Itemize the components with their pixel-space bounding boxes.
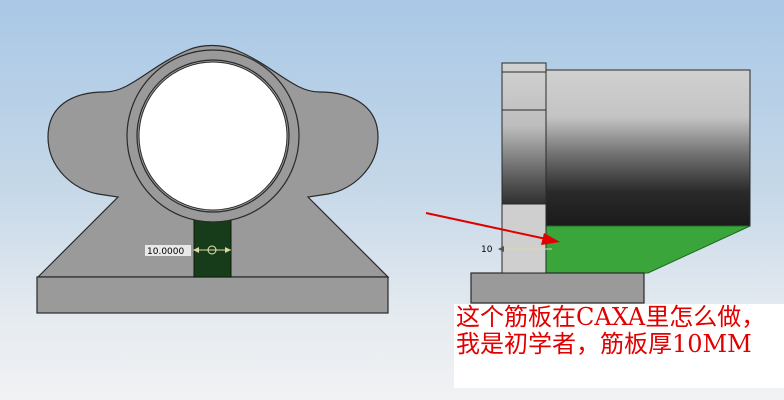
- bore-hole: [138, 61, 288, 211]
- front-dimension-arrow-right: [225, 247, 231, 253]
- side-collar-lower: [501, 203, 547, 274]
- side-dimension-arrow: [498, 246, 504, 252]
- front-dimension-arrow-left: [193, 247, 199, 253]
- side-view: 10: [425, 62, 751, 304]
- front-dimension-label-bg: [145, 245, 191, 256]
- red-pointer-arrowhead: [541, 233, 560, 245]
- front-dimension-label[interactable]: 10.0000: [147, 247, 184, 257]
- front-view: 10.0000: [36, 44, 390, 314]
- side-dimension-label[interactable]: 10: [481, 245, 493, 255]
- question-textbox[interactable]: 这个筋板在CAXA里怎么做，我是初学者，筋板厚10MM: [454, 304, 784, 388]
- front-dimension-handle[interactable]: [207, 245, 217, 255]
- front-base-plate[interactable]: [36, 276, 389, 314]
- side-cylinder[interactable]: [544, 69, 751, 227]
- side-rib-green[interactable]: [544, 225, 751, 274]
- side-base-block[interactable]: [470, 272, 645, 304]
- red-pointer-line: [425, 212, 552, 241]
- question-text: 这个筋板在CAXA里怎么做，我是初学者，筋板厚10MM: [456, 303, 766, 358]
